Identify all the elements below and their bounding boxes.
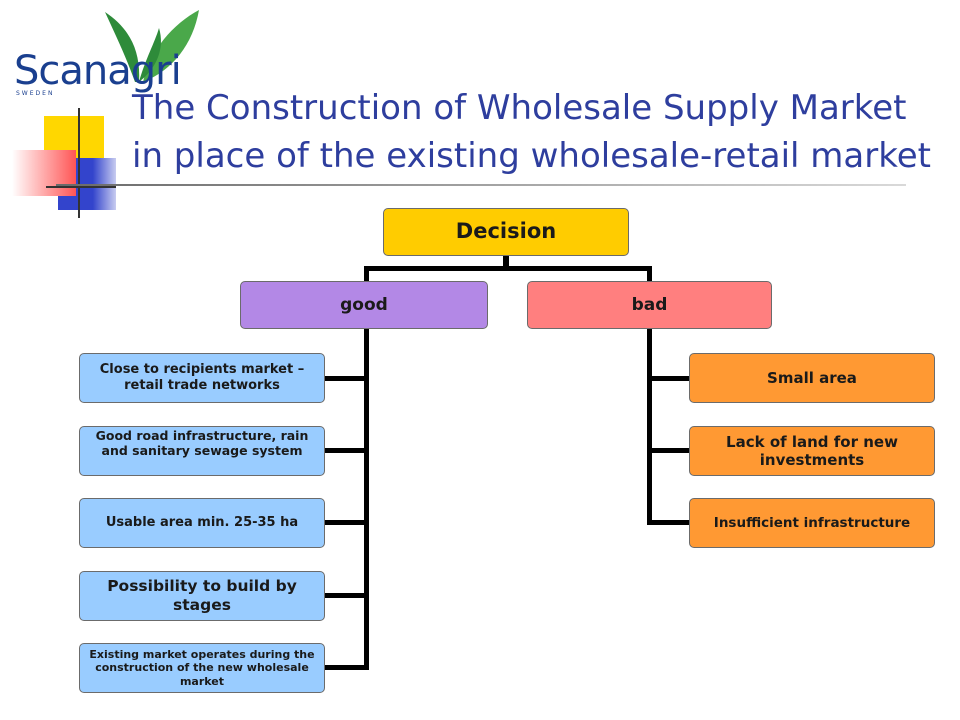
deco-horizontal-line (46, 186, 116, 188)
connector-good-stem (364, 266, 369, 281)
connector-good-item-3 (325, 520, 369, 525)
node-good: good (240, 281, 488, 329)
deco-vertical-line (78, 108, 80, 218)
connector-good-item-2 (325, 448, 369, 453)
bad-item-small-area: Small area (689, 353, 935, 403)
good-item-usable-area: Usable area min. 25-35 ha (79, 498, 325, 548)
connector-bad-stem (647, 266, 652, 281)
logo-leaf-icon (105, 10, 199, 82)
logo-text: Scanagri (14, 48, 182, 94)
bad-item-lack-of-land: Lack of land for new investments (689, 426, 935, 476)
connector-bad-vertical (647, 329, 652, 524)
node-decision: Decision (383, 208, 629, 256)
title-divider (56, 184, 906, 186)
good-item-existing-market: Existing market operates during the cons… (79, 643, 325, 693)
connector-good-item-4 (325, 593, 369, 598)
deco-red-square (12, 150, 76, 196)
slide-title: The Construction of Wholesale Supply Mar… (132, 88, 931, 176)
connector-good-vertical (364, 329, 369, 669)
connector-good-item-1 (325, 376, 369, 381)
connector-root-stem (503, 256, 509, 270)
connector-branch-horizontal (364, 266, 652, 271)
good-item-close-to-recipients: Close to recipients market – retail trad… (79, 353, 325, 403)
connector-good-item-5 (325, 665, 369, 670)
connector-bad-item-3 (647, 520, 689, 525)
node-bad: bad (527, 281, 772, 329)
logo-subtitle: SWEDEN (16, 90, 55, 97)
good-item-build-by-stages: Possibility to build by stages (79, 571, 325, 621)
good-item-road-infrastructure: Good road infrastructure, rain and sanit… (79, 426, 325, 476)
connector-bad-item-2 (647, 448, 689, 453)
connector-bad-item-1 (647, 376, 689, 381)
bad-item-insufficient-infrastructure: Insufficient infrastructure (689, 498, 935, 548)
